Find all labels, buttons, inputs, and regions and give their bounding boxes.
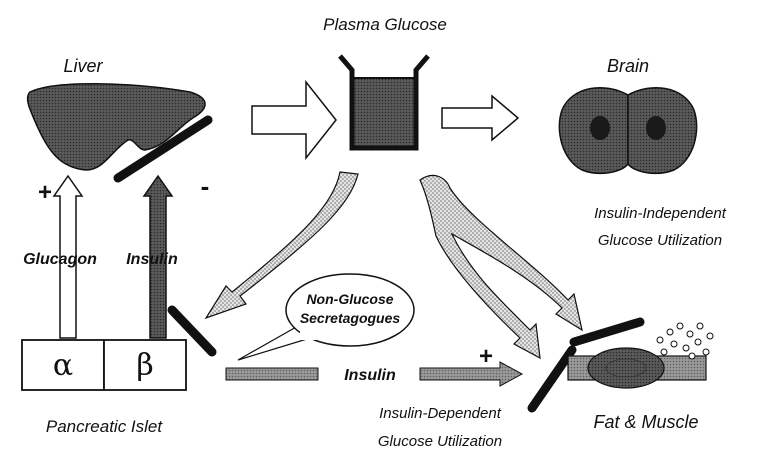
glucose-beaker (340, 56, 428, 148)
alpha-label: α (53, 348, 73, 383)
muscle-bar-upper (574, 322, 640, 342)
insulin-minus-sign: - (201, 171, 210, 201)
insulin-dependent-label-2: Glucose Utilization (378, 433, 502, 450)
liver-icon (28, 84, 205, 170)
fat-muscle-label: Fat & Muscle (593, 412, 698, 432)
pancreatic-islet-label: Pancreatic Islet (46, 417, 163, 436)
liver-output-arrow (252, 82, 336, 158)
non-glucose-label: Non-Glucose (306, 291, 393, 307)
glucose-to-muscle-arrow (420, 175, 582, 358)
insulin-vertical-label: Insulin (126, 251, 178, 268)
glucagon-plus-sign: + (38, 179, 52, 206)
beta-label: β (136, 348, 153, 383)
brain-icon (559, 88, 696, 174)
liver-label: Liver (63, 56, 103, 76)
brain-label: Brain (607, 56, 649, 76)
plasma-glucose-label: Plasma Glucose (323, 15, 447, 34)
insulin-plus-sign: + (479, 343, 493, 370)
insulin-dependent-label: Insulin-Dependent (379, 405, 502, 422)
brain-input-arrow (442, 96, 518, 140)
insulin-horizontal-label: Insulin (344, 367, 396, 384)
insulin-independent-label: Insulin-Independent (594, 205, 727, 222)
glucagon-label: Glucagon (23, 251, 97, 268)
muscle-bar-lower (532, 350, 572, 408)
insulin-independent-label-2: Glucose Utilization (598, 232, 722, 249)
secretagogues-label: Secretagogues (300, 310, 401, 326)
